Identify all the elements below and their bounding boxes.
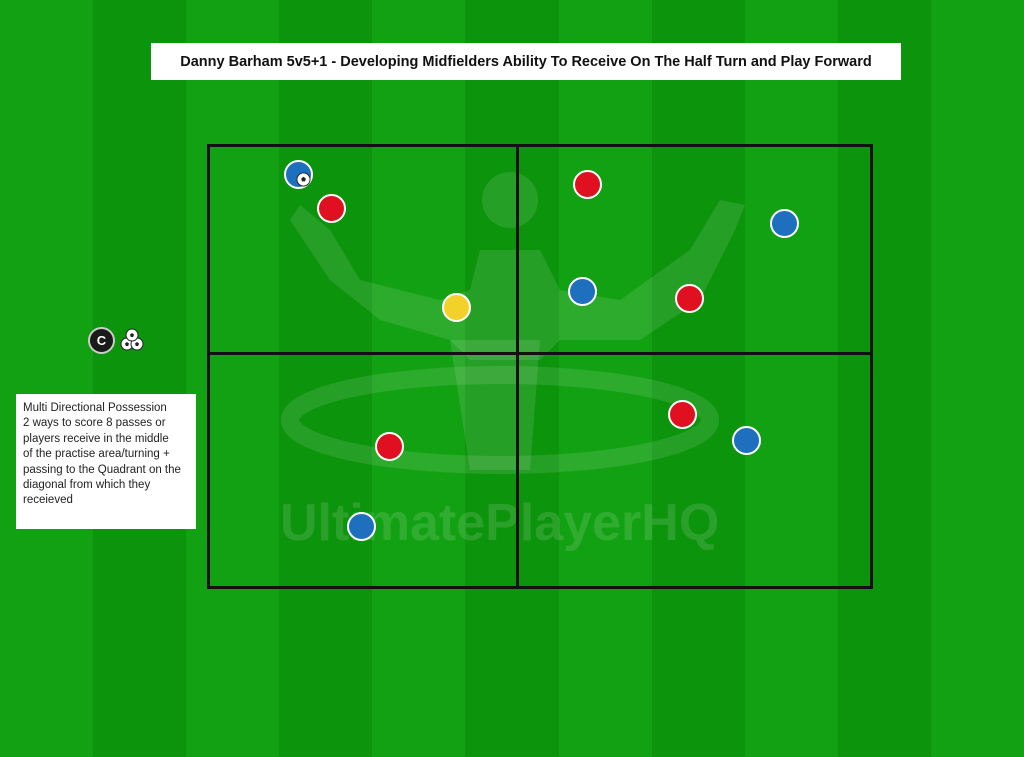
blue-player[interactable] xyxy=(770,209,799,238)
notes-line: Multi Directional Possession xyxy=(23,402,167,414)
notes-line: players receive in the middle xyxy=(23,432,169,445)
blue-player[interactable] xyxy=(568,277,597,306)
red-player[interactable] xyxy=(375,432,404,461)
neutral-player[interactable] xyxy=(442,293,471,322)
notes-line: 2 ways to score 8 passes or xyxy=(23,417,166,430)
blue-player[interactable] xyxy=(347,512,376,541)
red-player[interactable] xyxy=(675,284,704,313)
notes-line: receieved xyxy=(23,494,73,507)
balls-pile-icon xyxy=(120,328,144,351)
session-notes: Multi Directional Possession 2 ways to s… xyxy=(16,394,196,529)
quadrant-divider-horizontal xyxy=(207,352,873,355)
page-title: Danny Barham 5v5+1 - Developing Midfield… xyxy=(151,43,901,80)
soccer-ball-icon xyxy=(296,172,311,187)
red-player[interactable] xyxy=(317,194,346,223)
blue-player[interactable] xyxy=(732,426,761,455)
notes-line: diagonal from which they xyxy=(23,479,151,492)
quadrant-divider-vertical xyxy=(516,144,519,589)
red-player[interactable] xyxy=(668,400,697,429)
red-player[interactable] xyxy=(573,170,602,199)
practice-area xyxy=(207,144,873,589)
notes-line: passing to the Quadrant on the xyxy=(23,463,181,476)
notes-line: of the practise area/turning + xyxy=(23,448,170,461)
coach-marker-icon[interactable]: C xyxy=(88,327,115,354)
